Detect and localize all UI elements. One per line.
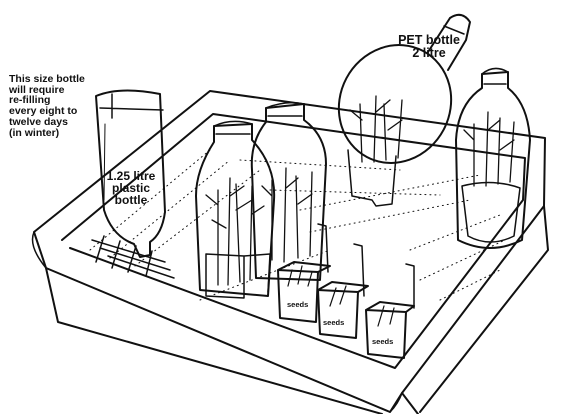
seed-pot-2 bbox=[318, 282, 368, 338]
seed-packet-label: seeds bbox=[287, 300, 308, 309]
plastic-bottle-label-line: bottle bbox=[102, 194, 160, 206]
plastic-bottle-label: 1.25 litre plastic bottle bbox=[102, 170, 160, 207]
refill-note-label: This size bottle will require re-filling… bbox=[9, 74, 109, 138]
seedlings bbox=[288, 266, 394, 326]
seed-pots bbox=[278, 224, 414, 358]
pet-bottle-label-line: PET bottle bbox=[388, 34, 470, 47]
seed-packet-label: seeds bbox=[372, 337, 393, 346]
seed-packet-label: seeds bbox=[323, 318, 344, 327]
tall-bottle-left bbox=[196, 121, 274, 298]
pet-bottle-label: PET bottle 2 litre bbox=[388, 34, 470, 60]
seed-pot-1 bbox=[278, 262, 330, 322]
tray-wall-front-right bbox=[402, 206, 548, 414]
seed-label-sticks bbox=[318, 224, 414, 308]
jar-bottle-right bbox=[456, 68, 530, 248]
tray bbox=[33, 91, 549, 414]
seed-pot-3 bbox=[366, 302, 414, 358]
refill-note-line: (in winter) bbox=[9, 128, 109, 139]
pet-bottle-label-line: 2 litre bbox=[388, 47, 470, 60]
refill-note-line: twelve days bbox=[9, 117, 109, 128]
tray-rim-fold bbox=[33, 232, 403, 412]
